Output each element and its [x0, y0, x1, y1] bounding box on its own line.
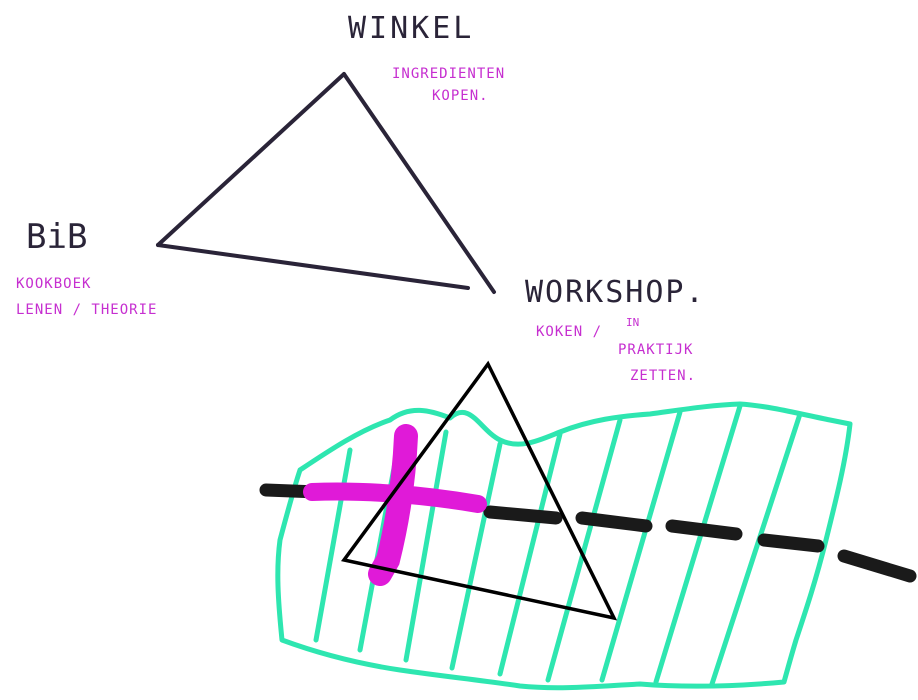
workshop-title: WORKSHOP.	[525, 275, 706, 310]
workshop-desc-line2-top: IN	[626, 316, 639, 329]
hatch-line	[548, 420, 620, 680]
winkel-title: WINKEL	[348, 11, 474, 46]
workshop-desc-line3: ZETTEN.	[630, 368, 696, 384]
winkel-desc-line1: INGREDIENTEN	[392, 66, 505, 82]
top-triangle	[158, 74, 494, 292]
magenta-cross	[312, 436, 478, 574]
triangle-edge-bib-winkel	[158, 74, 344, 245]
winkel-desc-line2: KOPEN.	[432, 88, 489, 104]
hatch-line	[452, 444, 500, 668]
hatch-line	[316, 450, 350, 640]
bib-desc-line2: LENEN / THEORIE	[16, 302, 157, 318]
hatch-line	[500, 434, 560, 674]
triangle-edge-bib-workshop	[158, 245, 468, 288]
triangle-edge-winkel-workshop	[344, 74, 494, 292]
dash-segment	[490, 512, 556, 518]
bib-title: BiB	[26, 217, 87, 257]
workshop-desc-line1: KOKEN /	[536, 324, 602, 340]
dash-segment	[582, 518, 646, 526]
dash-segment	[764, 540, 818, 546]
bib-desc-line1: KOOKBOEK	[16, 276, 91, 292]
workshop-desc-line2: PRAKTIJK	[618, 342, 693, 358]
dash-segment	[844, 556, 910, 576]
dash-segment	[672, 526, 736, 534]
